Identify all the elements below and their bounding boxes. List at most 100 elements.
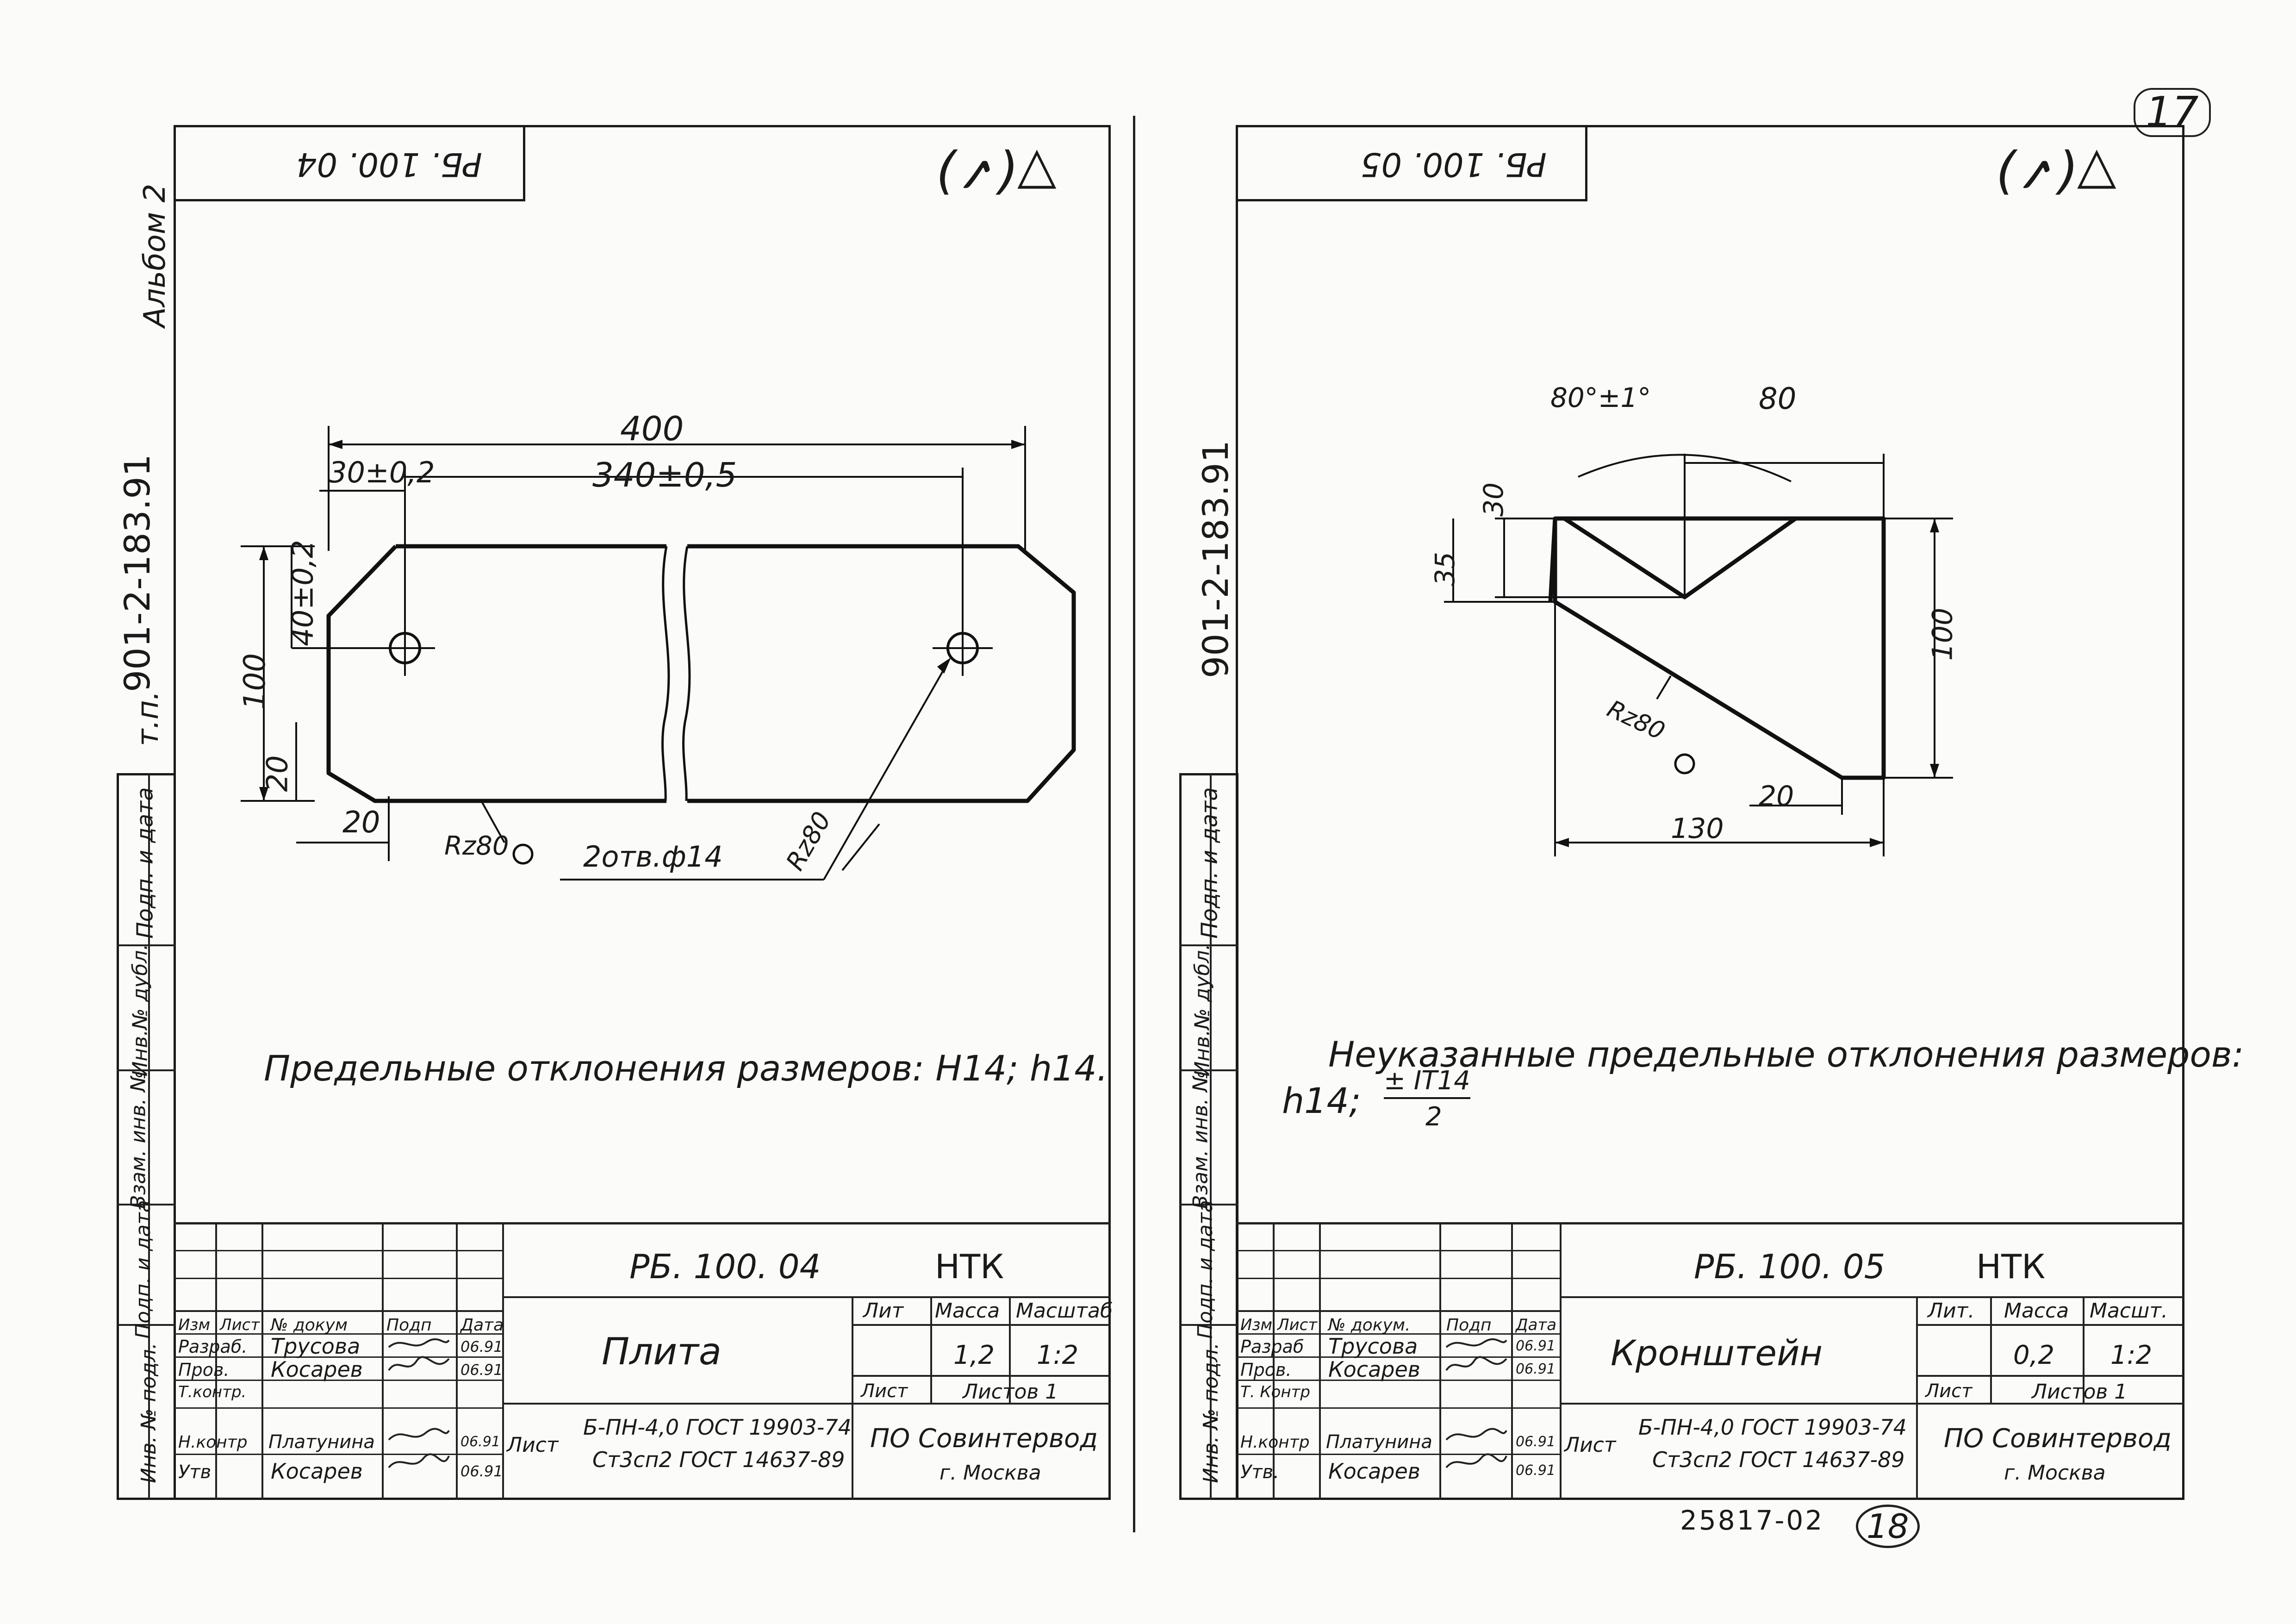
tb-v-lit <box>852 1296 853 1500</box>
right-stamp-strip <box>1179 773 1238 1500</box>
tb-h-row7 <box>174 1407 502 1409</box>
tb-scale: 1:2 <box>2110 1340 2153 1370</box>
dim-20-vert: 20 <box>260 755 294 792</box>
tb-row-date: 06.91 <box>460 1361 503 1379</box>
tb-material-2: Ст3сп2 ГОСТ 14637-89 <box>592 1447 845 1472</box>
tb-v7 <box>930 1296 932 1403</box>
tb-h-row5 <box>1236 1356 1560 1358</box>
tb-org-mark: НТК <box>1976 1247 2046 1286</box>
left-plate-drawing <box>241 426 1076 881</box>
tb-row-date: 06.91 <box>1516 1462 1556 1479</box>
right-note-frac-den: 2 <box>1425 1102 1442 1132</box>
dim-40: 40±0,2 <box>286 540 320 646</box>
tb-material-1: Б-ПН-4,0 ГОСТ 19903-74 <box>583 1415 852 1440</box>
tb-header-lit: Лит. <box>1928 1299 1975 1323</box>
tb-h-row4 <box>1236 1333 1560 1335</box>
tb-h-mat <box>1560 1403 2184 1405</box>
right-stamp-label-4: Подп. и дата <box>1193 1200 1217 1339</box>
tb-row-role: Н.контр <box>1240 1433 1310 1452</box>
tb-org-1: ПО Совинтервод <box>1944 1424 2172 1454</box>
tb-row-date: 06.91 <box>460 1462 503 1480</box>
tb-row-role: Разраб <box>1240 1337 1304 1357</box>
left-roughness-mark: ▽(✓) <box>935 144 1057 203</box>
tb-org-2: г. Москва <box>2004 1461 2106 1485</box>
tb-sheets-label: Листов 1 <box>963 1380 1058 1404</box>
tb-row-header-sheet: Лист <box>1277 1316 1318 1334</box>
tb-v2 <box>1319 1222 1321 1500</box>
left-series-prefix: т.п. <box>131 691 165 746</box>
tb-row-role: Пров. <box>1240 1360 1292 1380</box>
right-note-frac-num: ± IT14 <box>1384 1065 1470 1099</box>
tb-row-name: Трусова <box>271 1334 361 1359</box>
left-stamp-label-5: Инв. № подл. <box>137 1343 161 1483</box>
tb-row-header-sign: Подп <box>386 1316 432 1335</box>
tb-h-row2 <box>174 1278 502 1279</box>
tb-h-row3 <box>1236 1310 1560 1312</box>
tb-h-lit <box>852 1324 1111 1326</box>
tb-h-row6 <box>174 1380 502 1381</box>
tb-h-row1 <box>1236 1250 1560 1251</box>
tb-v5 <box>502 1222 504 1500</box>
left-stamp-label-3: Взам. инв. № <box>126 1070 150 1209</box>
right-stamp-sep-3 <box>1179 1204 1238 1206</box>
dim-20-horiz: 20 <box>342 806 380 840</box>
tb-h-mid <box>502 1296 1111 1298</box>
tb-row-name: Косарев <box>271 1357 363 1382</box>
tb-h-sheet <box>852 1375 1111 1377</box>
dim-340: 340±0,5 <box>592 456 737 494</box>
left-stamp-label-1: Подп. и дата <box>132 787 158 939</box>
tb-h-row2 <box>1236 1278 1560 1279</box>
page-number-bottom: 18 <box>1856 1505 1920 1548</box>
tb-h-row8 <box>174 1454 502 1455</box>
tb-row-header-role: Изм <box>178 1316 211 1334</box>
tb-h-row5 <box>174 1356 502 1358</box>
right-stamp-label-5: Инв. № подл. <box>1199 1343 1223 1483</box>
tb-row-header-date: Дата <box>1516 1316 1557 1334</box>
right-stamp-sep-1 <box>1179 944 1238 946</box>
tb-org-2: г. Москва <box>940 1461 1041 1485</box>
tb-row-date: 06.91 <box>460 1338 503 1355</box>
right-stamp-sep-2 <box>1179 1069 1238 1071</box>
doc-number-bottom: 25817-02 <box>1680 1505 1824 1536</box>
tb-row-header-sheet: Лист <box>220 1316 260 1334</box>
right-stamp-sep-4 <box>1179 1324 1238 1326</box>
tb-row-role: Т. Контр <box>1240 1383 1310 1401</box>
tb-header-scale: Масшт. <box>2090 1299 2168 1323</box>
tb-row-date: 06.91 <box>1516 1361 1556 1377</box>
dim-angle: 80°±1° <box>1550 382 1651 413</box>
left-note: Предельные отклонения размеров: H14; h14… <box>264 1048 1108 1089</box>
left-album-label: Альбом 2 <box>138 183 173 328</box>
right-stamp-label-3: Взам. инв. № <box>1188 1070 1213 1209</box>
tb-designation: РБ. 100. 05 <box>1694 1247 1885 1286</box>
tb-top-line <box>1236 1222 2184 1224</box>
tb-row-date: 06.91 <box>460 1434 500 1450</box>
tb-h-lit <box>1916 1324 2184 1326</box>
left-stamp-sep-4 <box>117 1324 176 1326</box>
tb-h-row7 <box>1236 1407 1560 1409</box>
tb-v2 <box>261 1222 263 1500</box>
tb-v6 <box>1990 1296 1992 1403</box>
right-stamp-label-2: Инв.№ дубл. <box>1190 943 1214 1077</box>
tb-v3 <box>382 1222 384 1500</box>
dim-400: 400 <box>620 409 684 448</box>
right-note-line2: h14; <box>1282 1080 1361 1121</box>
right-bracket-drawing <box>1444 454 1953 856</box>
tb-row-date: 06.91 <box>1516 1434 1556 1450</box>
tb-row-name: Косарев <box>1328 1357 1420 1382</box>
tb-row-name: Трусова <box>1328 1334 1418 1359</box>
tb-v4 <box>1511 1222 1513 1500</box>
left-stamp-sep-3 <box>117 1204 176 1206</box>
tb-designation: РБ. 100. 04 <box>629 1247 821 1286</box>
tb-row-role: Разраб. <box>178 1337 248 1357</box>
left-stamp-label-2: Инв.№ дубл. <box>128 943 152 1077</box>
tb-v8 <box>1009 1296 1011 1403</box>
tb-h-row4 <box>174 1333 502 1335</box>
tb-row-date: 06.91 <box>1516 1338 1556 1354</box>
tb-h-sheet <box>1916 1375 2184 1377</box>
tb-row-role: Пров. <box>178 1360 230 1380</box>
dim-80: 80 <box>1759 382 1797 416</box>
tb-h-mat <box>502 1403 1111 1405</box>
tb-sheet-label: Лист <box>861 1380 908 1402</box>
left-stamp-strip <box>117 773 176 1500</box>
right-note-line1: Неуказанные предельные отклонения размер… <box>1328 1034 2244 1075</box>
